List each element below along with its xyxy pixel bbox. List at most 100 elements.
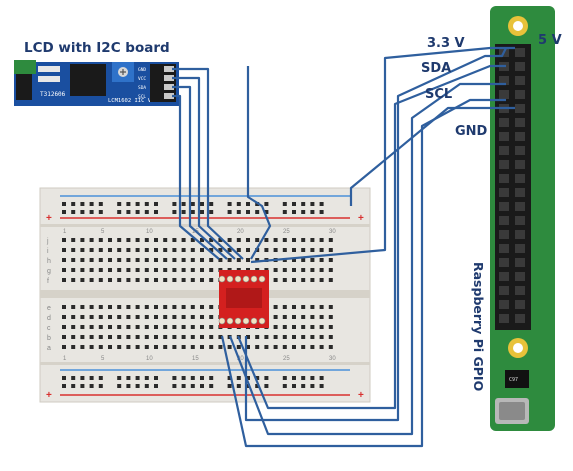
breadboard-hole xyxy=(71,315,76,319)
gpio-pin xyxy=(499,146,509,155)
column-numbers-bottom: 1 5 10 15 20 25 30 xyxy=(63,356,336,362)
breadboard-hole xyxy=(163,278,168,282)
rail-hole xyxy=(117,202,122,206)
breadboard-hole xyxy=(282,315,287,319)
breadboard-hole xyxy=(71,305,76,309)
gpio-pin xyxy=(515,188,525,197)
breadboard-hole xyxy=(200,335,204,339)
level-shifter-pin xyxy=(242,275,250,283)
rail-hole xyxy=(80,210,85,214)
rail-hole xyxy=(98,210,103,214)
breadboard-hole xyxy=(126,248,131,252)
breadboard-hole xyxy=(310,248,315,252)
breadboard-hole xyxy=(181,315,186,319)
breadboard-hole xyxy=(319,325,324,329)
breadboard-hole xyxy=(190,305,195,309)
wire-lcd-vcc xyxy=(172,76,236,260)
gpio-pin xyxy=(515,216,525,225)
breadboard-hole xyxy=(62,305,66,309)
gpio-pin xyxy=(515,286,525,295)
breadboard-hole xyxy=(200,325,204,329)
lcd-chip-label: T312606 xyxy=(40,91,66,98)
breadboard-hole xyxy=(292,345,296,349)
rail-hole xyxy=(62,376,66,380)
breadboard-hole xyxy=(62,278,66,282)
breadboard-hole xyxy=(89,305,94,309)
level-shifter xyxy=(218,270,269,328)
breadboard-hole xyxy=(181,325,186,329)
rail-hole xyxy=(310,202,315,206)
breadboard-hole xyxy=(135,325,140,329)
breadboard-hole xyxy=(273,315,278,319)
breadboard-hole xyxy=(236,238,241,242)
rail-hole xyxy=(181,376,186,380)
rail-hole xyxy=(255,376,260,380)
rail-hole xyxy=(264,202,269,206)
rail-hole xyxy=(144,384,149,388)
gpio-pin xyxy=(499,132,509,141)
breadboard-hole xyxy=(209,248,214,252)
breadboard-hole xyxy=(163,315,168,319)
rail-hole xyxy=(98,384,103,388)
breadboard-hole xyxy=(255,258,260,262)
breadboard-hole xyxy=(71,325,76,329)
breadboard-hole xyxy=(80,345,85,349)
label-3v3: 3.3 V xyxy=(427,36,465,51)
rail-hole xyxy=(236,376,241,380)
breadboard-hole xyxy=(172,238,177,242)
rail-hole xyxy=(117,384,122,388)
wire-gnd xyxy=(349,106,515,206)
rail-hole xyxy=(71,210,76,214)
svg-text:10: 10 xyxy=(146,356,153,362)
level-shifter-pins xyxy=(218,275,266,325)
breadboard-hole xyxy=(98,278,103,282)
svg-text:f: f xyxy=(47,278,49,285)
rail-hole xyxy=(190,202,195,206)
breadboard-hole xyxy=(200,268,204,272)
level-shifter-pin xyxy=(258,275,266,283)
rail-hole xyxy=(98,376,103,380)
breadboard-hole xyxy=(89,238,94,242)
breadboard-hole xyxy=(117,248,122,252)
wire-top-rail xyxy=(246,66,272,260)
breadboard-hole xyxy=(108,335,112,339)
rail-hole xyxy=(227,384,232,388)
breadboard-hole xyxy=(328,335,333,339)
rail-hole xyxy=(190,384,195,388)
breadboard-hole xyxy=(172,345,177,349)
breadboard-hole xyxy=(62,268,66,272)
breadboard-hole xyxy=(80,315,85,319)
gpio-pin xyxy=(515,202,525,211)
breadboard-hole xyxy=(292,268,296,272)
breadboard-hole xyxy=(172,248,177,252)
breadboard-hole xyxy=(135,238,140,242)
lcd-i2c-board: T312606 LCM1602 IIC V1 C20 GND VCC SDA S… xyxy=(2,40,179,108)
breadboard-hole xyxy=(301,325,306,329)
breadboard-hole xyxy=(126,238,131,242)
breadboard-hole xyxy=(310,268,315,272)
breadboard-hole xyxy=(89,258,94,262)
breadboard-hole xyxy=(80,325,85,329)
gpio-pins xyxy=(499,48,525,323)
breadboard-hole xyxy=(310,305,315,309)
svg-text:b: b xyxy=(47,335,51,342)
wire-sda xyxy=(236,64,506,410)
rail-hole xyxy=(200,210,204,214)
rail-hole xyxy=(264,384,269,388)
breadboard-hole xyxy=(246,248,250,252)
rail-hole xyxy=(292,210,296,214)
breadboard-hole xyxy=(236,345,241,349)
svg-text:30: 30 xyxy=(329,356,336,362)
breadboard-hole xyxy=(181,335,186,339)
breadboard-hole xyxy=(89,268,94,272)
breadboard-hole xyxy=(264,248,269,252)
breadboard-hole xyxy=(273,335,278,339)
breadboard-hole xyxy=(282,325,287,329)
breadboard-hole xyxy=(62,315,66,319)
breadboard-hole xyxy=(108,345,112,349)
svg-text:e: e xyxy=(47,305,51,312)
rail-hole xyxy=(89,384,94,388)
breadboard-hole xyxy=(154,345,158,349)
breadboard-hole xyxy=(190,238,195,242)
